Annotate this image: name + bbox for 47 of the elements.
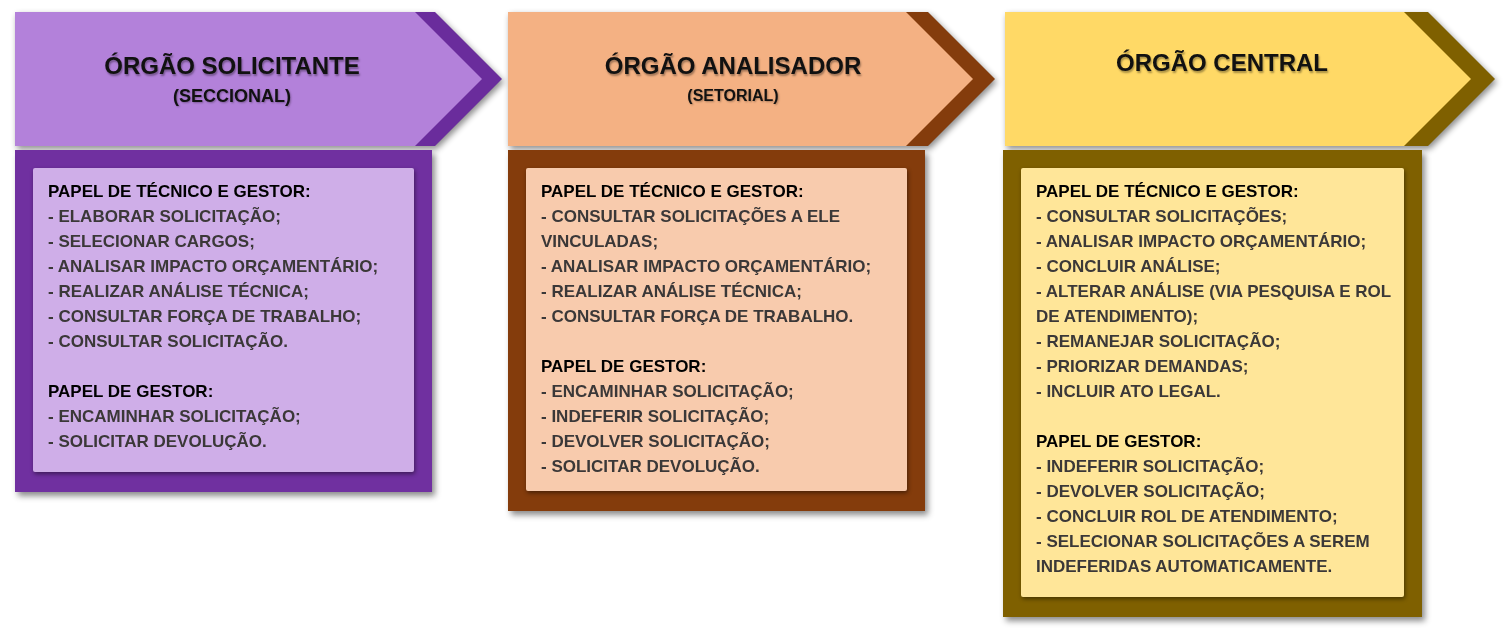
stage-title: ÓRGÃO SOLICITANTE — [104, 52, 360, 80]
stage-subtitle: (SECCIONAL) — [173, 86, 291, 106]
section-heading: PAPEL DE GESTOR: — [48, 381, 215, 403]
stage-subtitle: (SETORIAL) — [687, 86, 779, 106]
list-item: - PRIORIZAR DEMANDAS; — [1036, 356, 1250, 378]
list-item: - ANALISAR IMPACTO ORÇAMENTÁRIO; — [1036, 231, 1368, 253]
list-item: - ANALISAR IMPACTO ORÇAMENTÁRIO; — [48, 256, 380, 278]
panel-frame — [508, 150, 925, 511]
stage-banner — [1005, 12, 1495, 146]
list-item: - ELABORAR SOLICITAÇÃO; — [48, 206, 282, 228]
section-heading: PAPEL DE GESTOR: — [1036, 431, 1203, 453]
list-item: - ENCAMINHAR SOLICITAÇÃO; — [541, 381, 795, 403]
list-item: - CONCLUIR ANÁLISE; — [1036, 256, 1222, 278]
list-item: - CONCLUIR ROL DE ATENDIMENTO; — [1036, 506, 1339, 528]
list-item: - CONSULTAR SOLICITAÇÃO. — [48, 331, 289, 353]
list-item: - DEVOLVER SOLICITAÇÃO; — [1036, 481, 1266, 503]
list-item: - ENCAMINHAR SOLICITAÇÃO; — [48, 406, 302, 428]
list-item: - SELECIONAR CARGOS; — [48, 231, 256, 253]
list-item: - SELECIONAR SOLICITAÇÕES A SEREM INDEFERIDAS AUTOMATICAMENTE. — [1036, 531, 1371, 578]
stage-title: ÓRGÃO ANALISADOR — [604, 52, 862, 80]
list-item: - ALTERAR ANÁLISE (VIA PESQUISA E ROL DE ATENDIMENTO); — [1036, 281, 1392, 328]
section-heading: PAPEL DE TÉCNICO E GESTOR: — [48, 181, 312, 203]
list-item: - ANALISAR IMPACTO ORÇAMENTÁRIO; — [541, 256, 873, 278]
role-card — [526, 168, 907, 491]
list-item: - INDEFERIR SOLICITAÇÃO; — [1036, 456, 1266, 478]
stage-banner — [15, 12, 502, 146]
section-heading: PAPEL DE TÉCNICO E GESTOR: — [1036, 181, 1300, 203]
panel-frame — [1003, 150, 1422, 617]
list-item: - REALIZAR ANÁLISE TÉCNICA; — [48, 281, 310, 303]
section-heading: PAPEL DE GESTOR: — [541, 356, 708, 378]
list-item: - REALIZAR ANÁLISE TÉCNICA; — [541, 281, 803, 303]
list-item: - CONSULTAR SOLICITAÇÕES; — [1036, 206, 1289, 228]
panel-frame — [15, 150, 432, 492]
list-item: - CONSULTAR FORÇA DE TRABALHO. — [541, 306, 855, 328]
list-item: - SOLICITAR DEVOLUÇÃO. — [48, 431, 268, 453]
list-item: - INDEFERIR SOLICITAÇÃO; — [541, 406, 771, 428]
list-item: - CONSULTAR FORÇA DE TRABALHO; — [48, 306, 363, 328]
list-item: - REMANEJAR SOLICITAÇÃO; — [1036, 331, 1282, 353]
list-item: - SOLICITAR DEVOLUÇÃO. — [541, 456, 761, 478]
stage-title: ÓRGÃO CENTRAL — [1116, 49, 1328, 77]
section-heading: PAPEL DE TÉCNICO E GESTOR: — [541, 181, 805, 203]
role-card — [33, 168, 414, 472]
stage-banner — [508, 12, 995, 146]
list-item: - INCLUIR ATO LEGAL. — [1036, 381, 1222, 403]
list-item: - DEVOLVER SOLICITAÇÃO; — [541, 431, 771, 453]
list-item: - CONSULTAR SOLICITAÇÕES A ELE VINCULADAS; — [541, 206, 842, 253]
role-card — [1021, 168, 1404, 597]
